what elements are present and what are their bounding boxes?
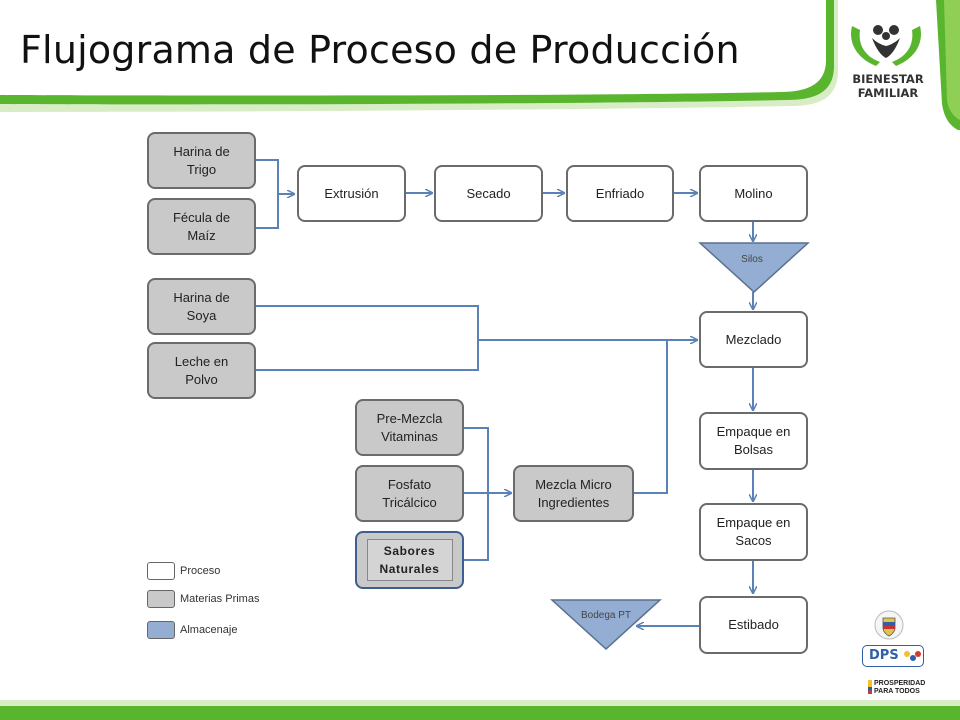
- node-empaque-sacos: Empaque en Sacos: [699, 503, 808, 561]
- node-harina-soya: Harina de Soya: [147, 278, 256, 335]
- dps-text: DPS: [869, 648, 899, 663]
- colombia-shield-icon: [874, 610, 904, 640]
- node-premezcla: Pre-Mezcla Vitaminas: [355, 399, 464, 456]
- prosperidad-line1: PROSPERIDAD: [874, 680, 926, 687]
- legend-swatch-almacenaje: [147, 621, 175, 639]
- node-harina-trigo: Harina de Trigo: [147, 132, 256, 189]
- node-enfriado: Enfriado: [566, 165, 674, 222]
- dps-logo: DPS: [862, 645, 924, 667]
- node-mezcla-micro: Mezcla Micro Ingredientes: [513, 465, 634, 522]
- node-leche-polvo: Leche en Polvo: [147, 342, 256, 399]
- node-fecula-maiz: Fécula de Maíz: [147, 198, 256, 255]
- bienestar-logo-icon: [851, 25, 921, 66]
- node-estibado: Estibado: [699, 596, 808, 654]
- footer-band: [0, 706, 960, 720]
- dps-dot-red-icon: [915, 651, 921, 657]
- node-molino: Molino: [699, 165, 808, 222]
- node-sabores: Sabores Naturales: [355, 531, 464, 589]
- node-secado: Secado: [434, 165, 543, 222]
- footer-band-light: [0, 700, 960, 708]
- dps-dot-blue-icon: [910, 655, 916, 661]
- node-extrusion: Extrusión: [297, 165, 406, 222]
- legend-swatch-proceso: [147, 562, 175, 580]
- legend-label-materias: Materias Primas: [180, 593, 260, 605]
- silos-label: Silos: [741, 254, 763, 265]
- legend-label-proceso: Proceso: [180, 565, 221, 577]
- node-sabores-label: Sabores Naturales: [366, 539, 453, 581]
- legend-swatch-materias: [147, 590, 175, 608]
- legend-label-almacenaje: Almacenaje: [180, 624, 238, 636]
- prosperidad-flag-icon: [868, 680, 872, 694]
- node-mezclado: Mezclado: [699, 311, 808, 368]
- page-title: Flujograma de Proceso de Producción: [20, 28, 740, 72]
- header-band: [0, 0, 960, 130]
- silos-triangle: [698, 242, 810, 294]
- dps-dot-yellow-icon: [904, 651, 910, 657]
- bodega-triangle: [550, 599, 662, 651]
- logo-text-line2: FAMILIAR: [857, 86, 919, 100]
- node-empaque-bolsas: Empaque en Bolsas: [699, 412, 808, 470]
- node-fosfato: Fosfato Tricálcico: [355, 465, 464, 522]
- logo-text-line1: BIENESTAR: [852, 72, 924, 86]
- prosperidad-line2: PARA TODOS: [874, 688, 920, 695]
- bodega-label: Bodega PT: [580, 610, 632, 621]
